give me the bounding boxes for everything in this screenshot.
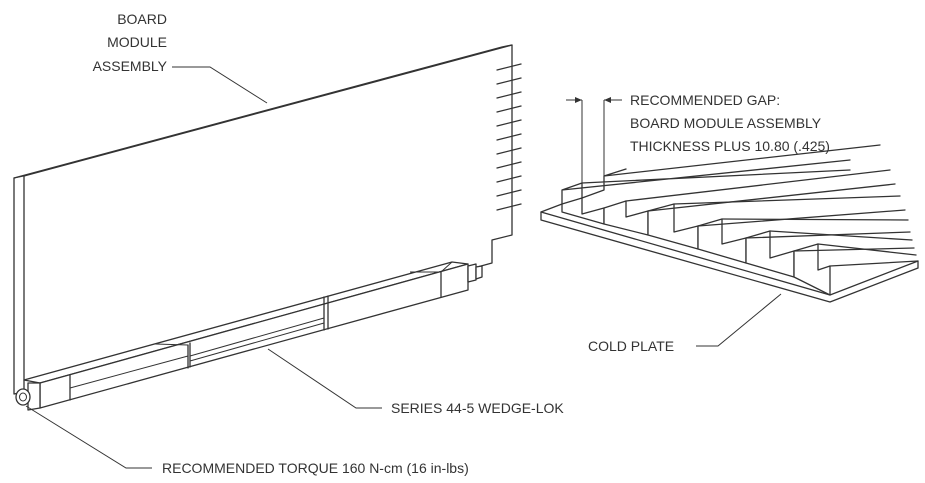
cold-plate-label: COLD PLATE <box>588 338 674 354</box>
gap-dimension <box>566 97 622 183</box>
cold-plate <box>540 144 919 303</box>
wedge-lok <box>15 261 483 411</box>
gap-label-line1: RECOMMENDED GAP: <box>630 92 780 108</box>
torque-label: RECOMMENDED TORQUE 160 N-cm (16 in-lbs) <box>162 460 469 476</box>
wedge-lok-label: SERIES 44-5 WEDGE-LOK <box>391 400 564 416</box>
wedge-lok-leader <box>267 348 382 409</box>
torque-leader <box>25 405 152 469</box>
cold-plate-leader <box>696 293 782 347</box>
gap-label-line3: THICKNESS PLUS 10.80 (.425) <box>630 138 830 154</box>
cold-plate-base <box>540 211 919 303</box>
gap-label-line2: BOARD MODULE ASSEMBLY <box>630 115 822 131</box>
board-top-edge <box>13 44 513 179</box>
drive-screw-icon <box>15 388 31 406</box>
board-left-edge <box>13 177 25 395</box>
board-module-assembly <box>13 44 522 395</box>
labels: BOARD MODULE ASSEMBLY RECOMMENDED GAP: B… <box>93 11 830 476</box>
cold-plate-back-profile <box>540 144 881 213</box>
cold-plate-fins <box>561 169 919 296</box>
board-module-label-line2: MODULE <box>107 34 167 50</box>
board-module-label-line3: ASSEMBLY <box>93 58 168 74</box>
board-module-leader <box>172 66 268 104</box>
connector-fingers <box>496 63 522 211</box>
board-module-label-line1: BOARD <box>117 11 167 27</box>
leader-lines <box>25 66 782 469</box>
